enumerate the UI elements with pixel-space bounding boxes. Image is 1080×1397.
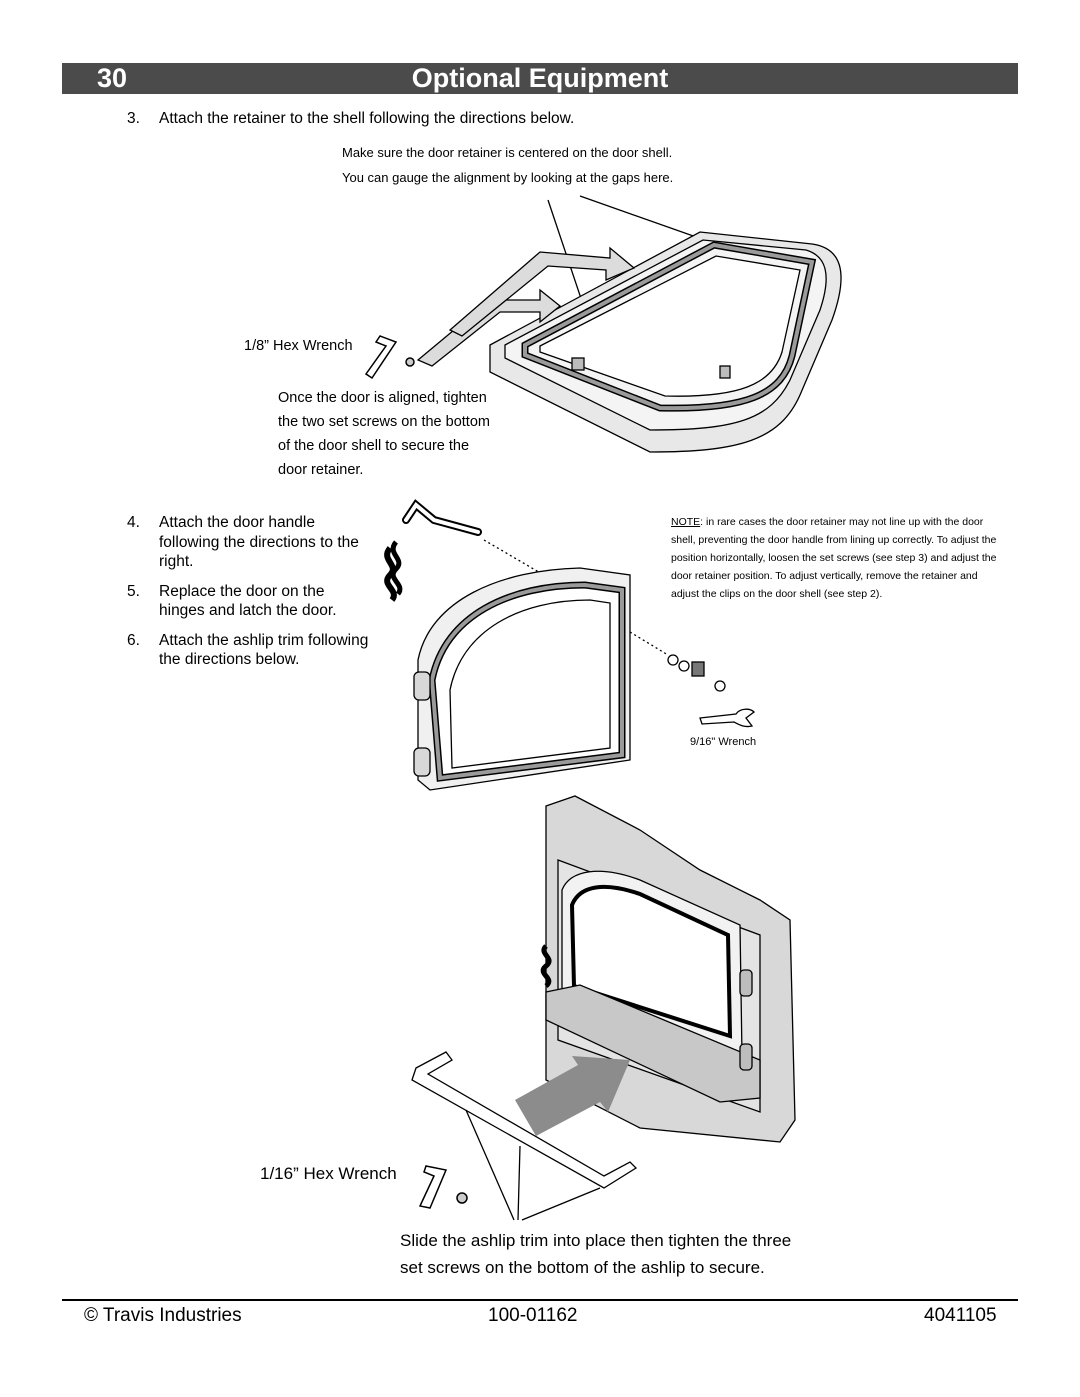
step-6-text: Attach the ashlip trim following the dir… (159, 631, 369, 669)
header-bar (62, 63, 1018, 94)
ashlip-caption: Slide the ashlip trim into place then ti… (400, 1227, 791, 1281)
note-text: : in rare cases the door retainer may no… (671, 516, 997, 600)
tighten-note-line-2: the two set screws on the bottom (278, 414, 490, 430)
door-illustration (384, 499, 726, 791)
adjustment-note: NOTE: in rare cases the door retainer ma… (671, 513, 1001, 603)
hex-wrench-small-icon (364, 335, 415, 380)
tighten-note-line-4: door retainer. (278, 462, 364, 478)
step-4: 4. Attach the door handle following the … (127, 513, 372, 572)
step-3: 3. Attach the retainer to the shell follo… (127, 110, 574, 128)
alignment-note-line-2: You can gauge the alignment by looking a… (342, 170, 674, 185)
ashlip-trim-illustration (411, 1051, 638, 1221)
ashlip-caption-line-1: Slide the ashlip trim into place then ti… (400, 1231, 792, 1250)
step-4-number: 4. (127, 514, 140, 531)
alignment-note: Make sure the door retainer is centered … (342, 140, 673, 190)
footer-company: © Travis Industries (84, 1305, 242, 1326)
step-6: 6. Attach the ashlip trim following the … (127, 631, 372, 670)
step-6-number: 6. (127, 631, 140, 649)
page-number: 30 (97, 63, 128, 93)
tighten-note-line-3: of the door shell to secure the (278, 438, 470, 454)
wrench-9-16-icon (699, 708, 755, 728)
stove-illustration (515, 795, 796, 1143)
wrench-9-16-label: 9/16" Wrench (690, 736, 757, 748)
step-5-number: 5. (127, 582, 140, 600)
step-5: 5. Replace the door on the hinges and la… (127, 582, 372, 621)
step-3-text: Attach the retainer to the shell followi… (159, 110, 575, 127)
step-4-text: Attach the door handle following the dir… (159, 514, 359, 570)
hex-wrench-small-label: 1/8” Hex Wrench (244, 338, 353, 354)
footer-divider (62, 1299, 1018, 1301)
hex-wrench-large-label: 1/16” Hex Wrench (260, 1164, 397, 1183)
footer-code: 4041105 (924, 1305, 997, 1326)
ashlip-caption-line-2: set screws on the bottom of the ashlip t… (400, 1258, 765, 1277)
tighten-note: Once the door is aligned, tighten the tw… (278, 386, 490, 482)
alignment-note-line-1: Make sure the door retainer is centered … (342, 145, 673, 160)
hex-wrench-large-icon (418, 1165, 468, 1209)
tighten-note-line-1: Once the door is aligned, tighten (278, 390, 487, 406)
note-label: NOTE (671, 516, 701, 528)
page-title: Optional Equipment (411, 63, 669, 93)
steps-list: 4. Attach the door handle following the … (127, 513, 372, 680)
step-5-text: Replace the door on the hinges and latch… (159, 582, 337, 620)
step-3-number: 3. (127, 110, 140, 127)
footer-doc-number: 100-01162 (488, 1305, 578, 1326)
door-shell-illustration (416, 195, 842, 453)
